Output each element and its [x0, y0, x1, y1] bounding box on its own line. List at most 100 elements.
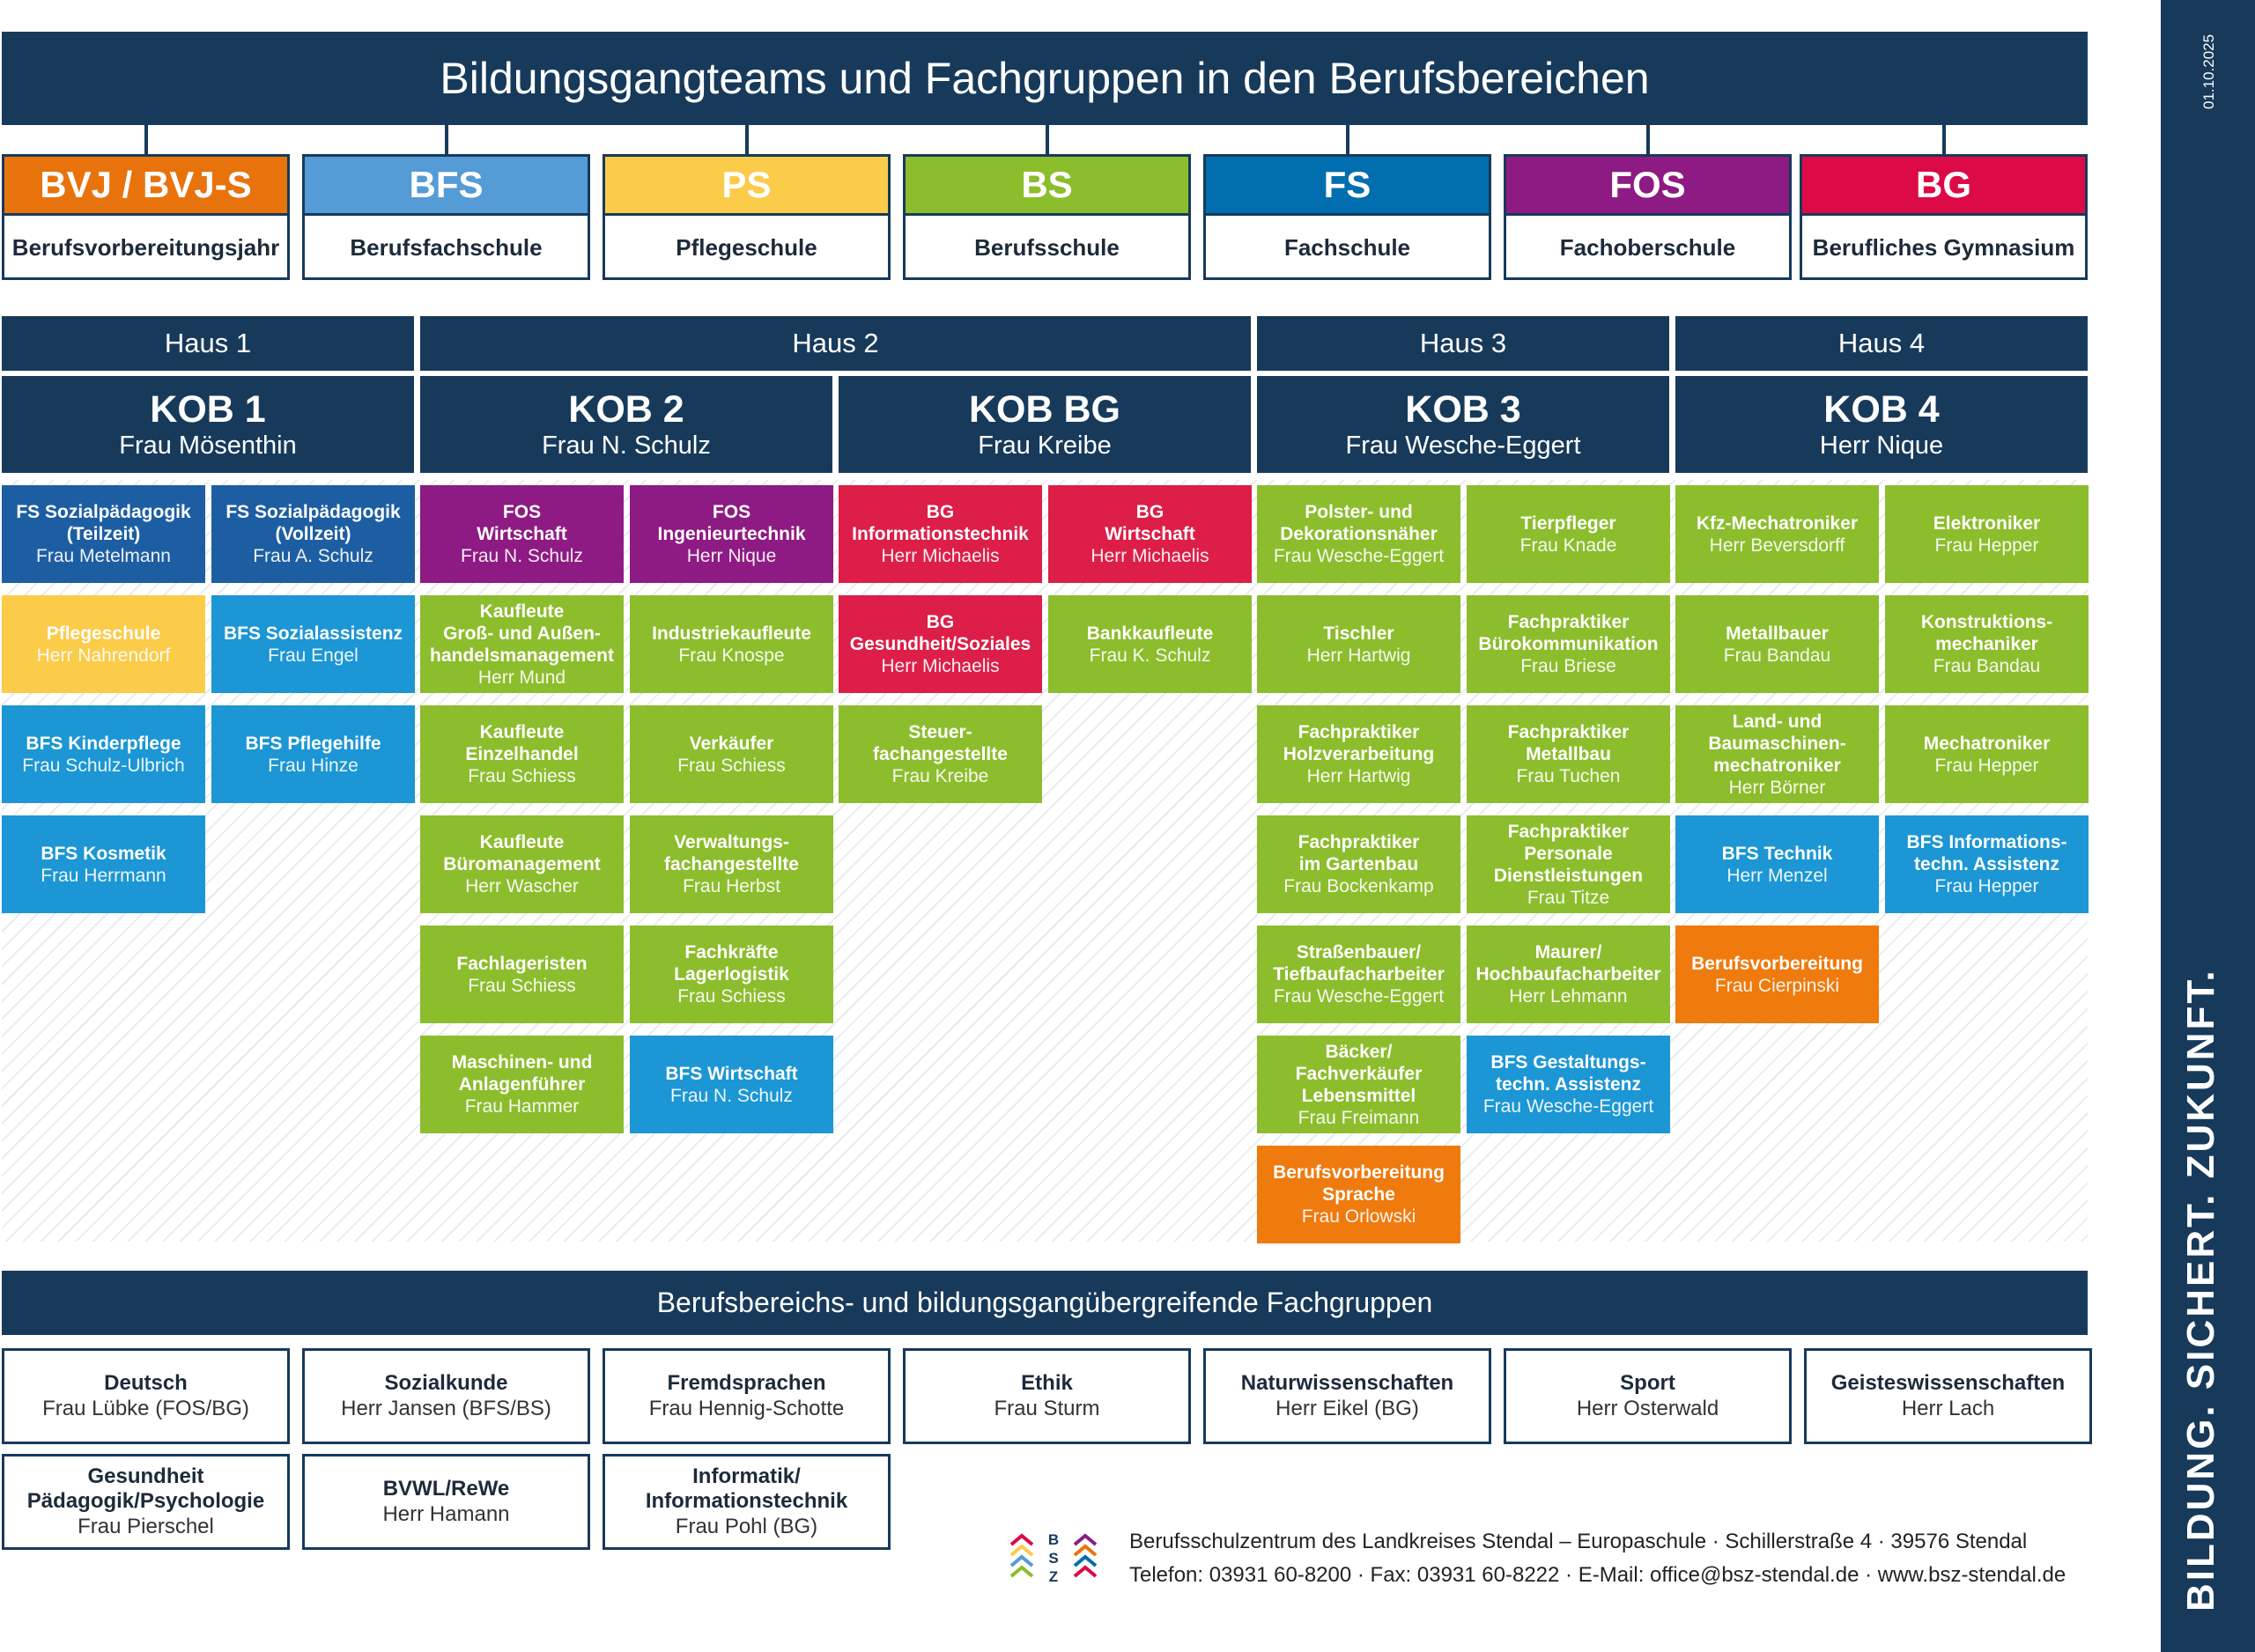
footer-address: Berufsschulzentrum des Landkreises Stend…	[1129, 1530, 2028, 1553]
program-name: Verkäufer	[689, 733, 774, 754]
program-name: Fachpraktiker Metallbau	[1507, 722, 1630, 764]
program-name: Steuer- fachangestellte	[873, 722, 1008, 764]
program-person: Frau Hinze	[268, 755, 359, 776]
program-name: Fachpraktiker im Gartenbau	[1298, 832, 1420, 874]
program-person: Frau Freimann	[1298, 1107, 1420, 1128]
program-person: Herr Michaelis	[881, 546, 1000, 566]
logo-letter: S	[1048, 1550, 1058, 1567]
program-person: Frau Wesche-Eggert	[1482, 1096, 1654, 1117]
program-name: BFS Technik	[1721, 843, 1833, 864]
slogan: BILDUNG. SICHERT. ZUKUNFT.	[2179, 968, 2222, 1611]
program-person: Frau Herrmann	[41, 865, 166, 886]
program-person: Frau K. Schulz	[1089, 645, 1211, 666]
program-person: Frau N. Schulz	[461, 546, 583, 566]
program-name: Fachlageristen	[456, 953, 588, 974]
category-abbr: FS	[1206, 157, 1489, 216]
program-name: BFS Gestaltungs- techn. Assistenz	[1490, 1052, 1646, 1095]
kob-header-1: KOB 1 Frau Mösenthin	[2, 376, 414, 473]
program-name: Mechatroniker	[1923, 733, 2051, 754]
category-abbr: BFS	[305, 157, 588, 216]
connector-line	[1646, 125, 1650, 154]
program-name: Industriekaufleute	[652, 623, 811, 644]
program-name: Kaufleute Büromanagement	[443, 832, 601, 874]
program-person: Herr Wascher	[465, 876, 579, 896]
fachgruppe-name: Sozialkunde	[384, 1370, 508, 1395]
program-person: Frau Hepper	[1934, 535, 2039, 556]
fachgruppe-person: Herr Lach	[1901, 1396, 1995, 1420]
fachgruppe-name: Deutsch	[104, 1370, 188, 1395]
fachgruppe-person: Frau Hennig-Schotte	[648, 1396, 845, 1420]
kob-person: Herr Nique	[1819, 431, 1944, 460]
page-title: Bildungsgangteams und Fachgruppen in den…	[2, 32, 2088, 125]
program-person: Frau Hepper	[1934, 876, 2039, 896]
logo-letter: B	[1048, 1531, 1059, 1548]
program-person: Frau Briese	[1520, 656, 1616, 676]
program-person: Frau Hammer	[464, 1096, 580, 1117]
program-person: Herr Mund	[477, 667, 566, 688]
category-name: Berufsvorbereitungsjahr	[11, 234, 280, 261]
program-box: Fachpraktiker Personale Dienstleistungen…	[1467, 815, 1670, 913]
connector-line	[745, 125, 749, 154]
program-name: Polster- und Dekorationsnäher	[1280, 502, 1438, 544]
program-name: Pflegeschule	[46, 623, 161, 644]
section-subtitle: Berufsbereichs- und bildungsgangübergrei…	[2, 1271, 2088, 1335]
connector-line	[1942, 125, 1946, 154]
program-name: Fachkräfte Lagerlogistik	[674, 942, 789, 985]
program-name: Tischler	[1323, 623, 1394, 644]
house-header-1: Haus 1	[2, 316, 414, 371]
connector-line	[1046, 125, 1049, 154]
fachgruppe-person: Frau Pohl (BG)	[675, 1514, 818, 1538]
program-person: Herr Menzel	[1726, 865, 1828, 886]
program-person: Herr Beversdorff	[1709, 535, 1845, 556]
program-person: Frau Knade	[1519, 535, 1617, 556]
category-name: Berufsschule	[974, 234, 1120, 261]
fachgruppe-name: Naturwissenschaften	[1240, 1370, 1454, 1395]
fachgruppe-person: Herr Hamann	[382, 1501, 510, 1526]
kob-person: Frau Wesche-Eggert	[1345, 431, 1581, 460]
logo-letter: Z	[1049, 1568, 1058, 1585]
program-person: Frau Wesche-Eggert	[1273, 986, 1445, 1007]
footer: Berufsschulzentrum des Landkreises Stend…	[1129, 1525, 2066, 1592]
program-person: Frau Bockenkamp	[1283, 876, 1434, 896]
program-name: Elektroniker	[1933, 513, 2041, 534]
program-name: BG Wirtschaft	[1105, 502, 1195, 544]
program-person: Frau Schiess	[468, 766, 576, 786]
fachgruppe-person: Herr Osterwald	[1576, 1396, 1719, 1420]
fachgruppe-person: Herr Jansen (BFS/BS)	[341, 1396, 551, 1420]
house-header-3: Haus 3	[1257, 316, 1669, 371]
kob-name: KOB 2	[568, 388, 684, 431]
program-person: Frau Bandau	[1723, 645, 1831, 666]
program-person: Frau Metelmann	[36, 546, 171, 566]
program-name: Maurer/ Hochbaufacharbeiter	[1475, 942, 1661, 985]
